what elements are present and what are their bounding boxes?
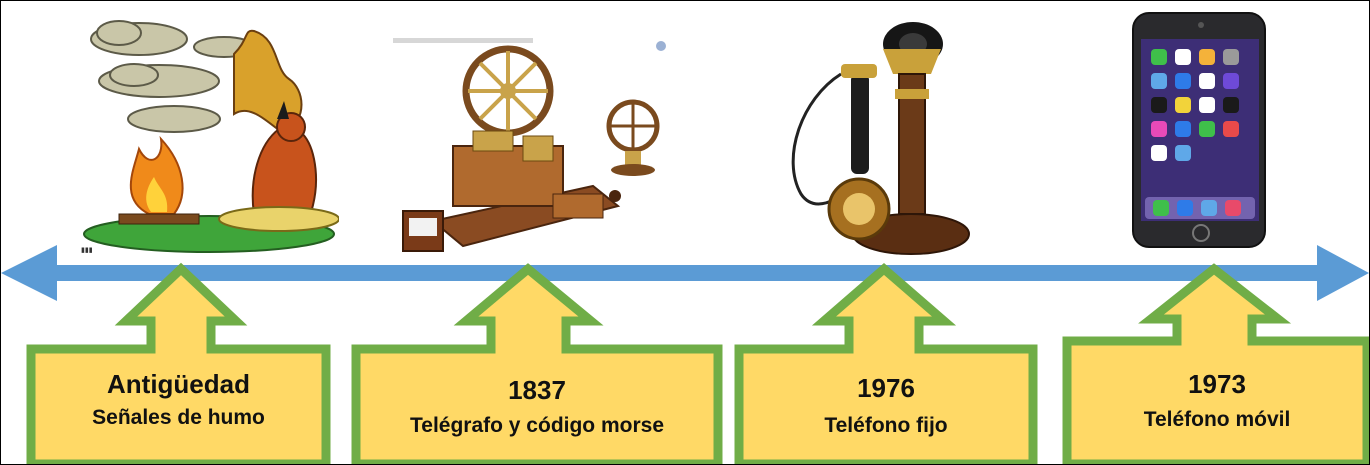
event-date: 1837 [508, 375, 566, 405]
telegraph-machine-photo [393, 36, 673, 261]
smoke-signal-illustration: ▮▮▮ [81, 20, 339, 254]
event-label-antiguedad: Antigüedad Señales de humo [37, 369, 320, 431]
event-date: 1973 [1188, 369, 1246, 399]
svg-text:▮▮▮: ▮▮▮ [81, 247, 93, 254]
smartphone-photo [1132, 12, 1266, 248]
event-date: Antigüedad [107, 369, 250, 399]
event-title: Telégrafo y código morse [410, 414, 664, 437]
event-label-1837: 1837 Telégrafo y código morse [363, 375, 711, 439]
event-title: Teléfono fijo [824, 414, 948, 437]
event-title: Señales de humo [92, 406, 265, 429]
event-title: Teléfono móvil [1143, 408, 1291, 431]
event-date: 1976 [857, 373, 915, 403]
event-label-1976: 1976 Teléfono fijo [746, 373, 1026, 439]
event-label-1973: 1973 Teléfono móvil [1074, 369, 1360, 433]
candlestick-telephone-photo [791, 22, 970, 255]
